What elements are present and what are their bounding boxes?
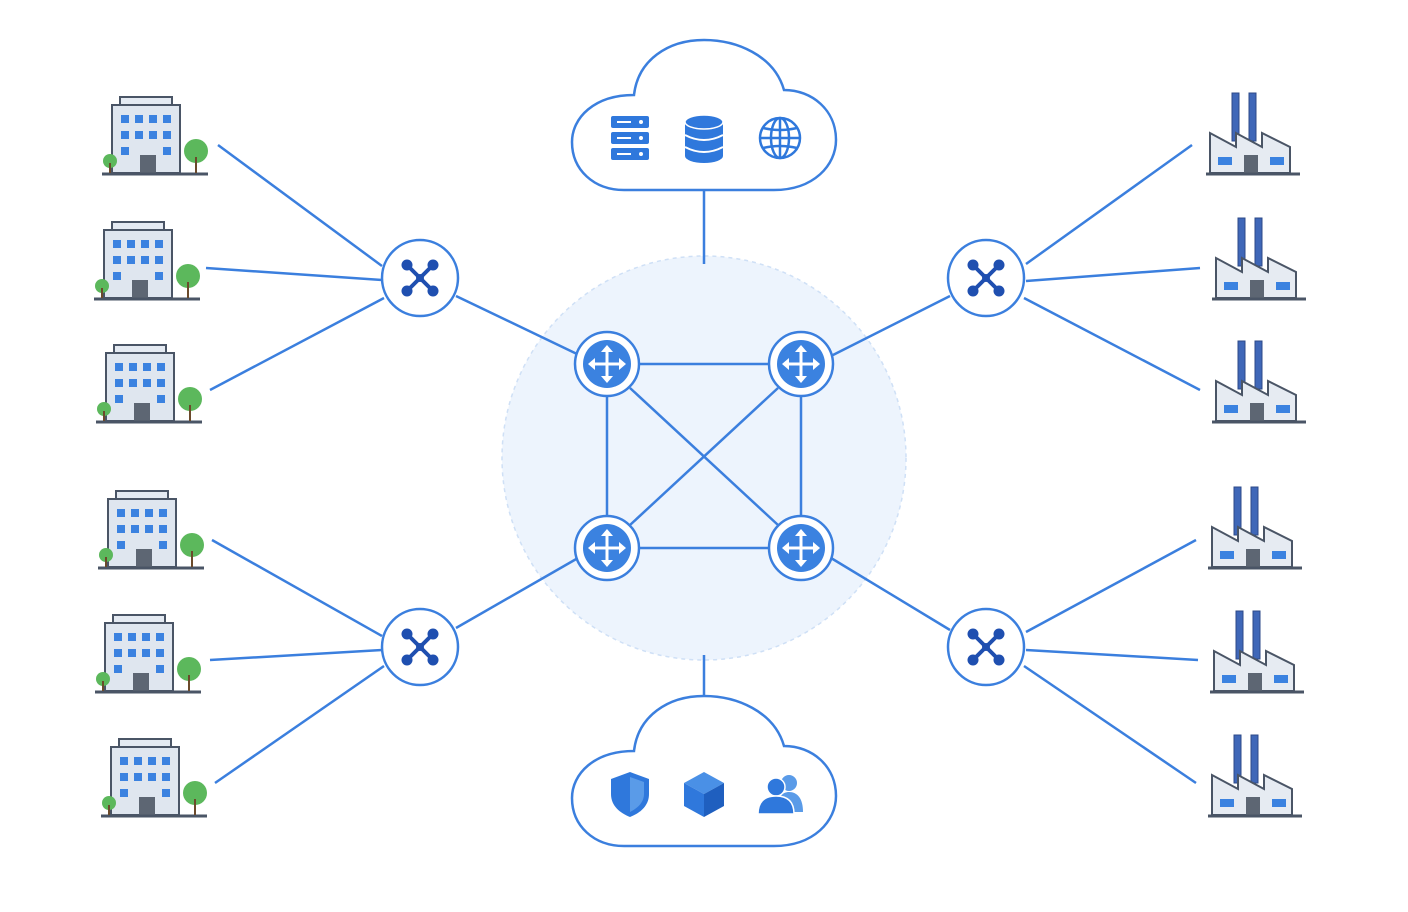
link-factory-5: [1025, 648, 1199, 662]
core-router-bottom-right[interactable]: [767, 514, 835, 582]
link-switch-lt-core: [455, 294, 578, 356]
office-building-icon: [94, 343, 204, 424]
database-icon: [684, 114, 724, 163]
office-building-icon: [99, 737, 209, 818]
link-factory-1: [1025, 143, 1193, 266]
office-buildings: [92, 95, 210, 818]
factories: [1204, 91, 1308, 818]
link-office-2: [205, 266, 383, 282]
office-building-icon: [92, 220, 202, 301]
link-office-3: [209, 296, 385, 392]
office-building-icon: [93, 613, 203, 694]
core-router-top-right[interactable]: [767, 330, 835, 398]
users-icon: [757, 775, 803, 815]
core-router-bottom-left[interactable]: [573, 514, 641, 582]
factory-icon: [1210, 216, 1308, 301]
factory-icon: [1208, 609, 1306, 694]
link-office-6: [214, 664, 385, 785]
switch-right-bottom[interactable]: [946, 607, 1026, 687]
switch-left-bottom[interactable]: [380, 607, 460, 687]
link-factory-6: [1023, 664, 1197, 785]
link-switch-lb-core: [455, 556, 579, 630]
switch-right-top[interactable]: [946, 238, 1026, 318]
links: [205, 143, 1201, 785]
switch-left-top[interactable]: [380, 238, 460, 318]
office-building-icon: [100, 95, 210, 176]
cube-icon: [684, 772, 724, 817]
factory-icon: [1206, 485, 1304, 570]
link-factory-3: [1023, 296, 1201, 392]
link-switch-rt-core: [830, 294, 951, 358]
link-factory-4: [1025, 538, 1197, 634]
shield-icon: [611, 772, 649, 817]
factory-icon: [1206, 733, 1304, 818]
globe-icon: [758, 116, 802, 160]
link-switch-rb-core: [830, 556, 951, 632]
bottom-cloud: [570, 694, 838, 848]
link-office-1: [217, 143, 383, 268]
core-router-top-left[interactable]: [573, 330, 641, 398]
factory-icon: [1204, 91, 1302, 176]
factory-icon: [1210, 339, 1308, 424]
link-factory-2: [1025, 266, 1201, 283]
top-cloud: [570, 38, 838, 192]
office-building-icon: [96, 489, 206, 570]
link-core-diag-2: [629, 387, 779, 526]
link-office-5: [209, 648, 383, 662]
link-office-4: [211, 538, 383, 638]
server-icon: [611, 116, 649, 160]
